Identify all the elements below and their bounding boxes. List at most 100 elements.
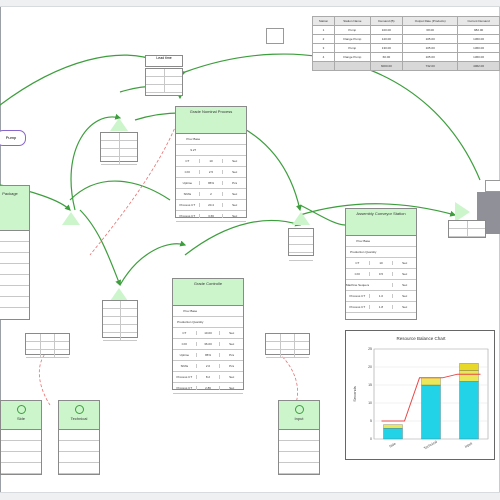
technical-row xyxy=(59,463,99,474)
technical-node[interactable]: Technical xyxy=(58,400,100,475)
station-table-cell: Pump xyxy=(334,25,371,35)
station-table-cell: 105.00 xyxy=(402,43,459,53)
assembly-data-cell: Sec xyxy=(392,305,416,309)
station-table-cell: 120.00 xyxy=(369,34,404,44)
technical-node-title: Technical xyxy=(70,416,88,421)
inventory-table-4[interactable] xyxy=(288,228,314,261)
flow-arc-f xyxy=(119,240,187,286)
grade_b-data-cell: Process CT xyxy=(176,375,193,379)
assembly-data-cell: Process CT xyxy=(349,294,366,298)
assembly-data-cell: Prev Base xyxy=(356,239,371,243)
technical-node-header: Technical xyxy=(59,401,99,430)
top-border-bar xyxy=(0,0,500,7)
technical-row xyxy=(59,452,99,463)
pump-bubble[interactable]: Pump xyxy=(0,130,26,146)
grade_b-data-row: Production Quantity xyxy=(173,317,243,328)
grade_b-data-cell: Pcs xyxy=(219,353,243,357)
package-row xyxy=(0,231,29,242)
grade_a-data-cell: CT xyxy=(185,159,190,163)
station-table-cell: 732.00 xyxy=(402,61,459,71)
chart-bar-change-over-2 xyxy=(459,370,479,382)
kanban-table-right[interactable] xyxy=(265,333,310,358)
inventory-triangle-4[interactable] xyxy=(292,212,310,225)
inventory-triangle-1[interactable] xyxy=(110,118,128,131)
station-table-header-2: Demand (B) xyxy=(369,16,404,26)
flow-arc-i xyxy=(299,204,346,226)
kanban-icon[interactable] xyxy=(266,28,284,44)
side-row xyxy=(1,430,41,441)
station-table-cell: Flange Pump xyxy=(334,34,371,44)
assembly-data-cell: 0.5 xyxy=(368,272,393,276)
grade_a-data-cell: Process CT xyxy=(179,214,196,218)
input-node[interactable]: Input xyxy=(278,400,320,475)
chart-title: Resource Balance Chart xyxy=(396,336,446,341)
chart-ytick-label: 20 xyxy=(368,365,372,369)
kanban-table-left[interactable] xyxy=(25,333,70,358)
grade_a-data-cell: 9.27 xyxy=(190,148,197,152)
assembly-data-cell: Sec xyxy=(392,272,416,276)
input-row xyxy=(279,452,319,463)
grade_a-data-cell: Shifts xyxy=(183,192,192,196)
grade_a-data-cell: 10 xyxy=(198,159,223,163)
station-table-cell: 6000.00 xyxy=(369,61,404,71)
grade_a-data-row: Prev Base xyxy=(176,134,246,145)
chart-xtick-label: Side xyxy=(388,442,396,449)
chart-ylabel: Seconds xyxy=(352,386,357,402)
inventory-triangle-2[interactable] xyxy=(62,212,80,225)
package-node[interactable]: Package xyxy=(0,185,30,320)
chart-ytick-label: 0 xyxy=(370,437,372,441)
grade_b-data-cell: 2.0 xyxy=(195,364,220,368)
grade_a-data-cell: Pcs xyxy=(222,181,246,185)
dashed-link-1 xyxy=(89,114,181,256)
package-row xyxy=(0,253,29,264)
side-row xyxy=(1,452,41,463)
bottom-border-bar xyxy=(0,492,500,500)
package-node-title: Package xyxy=(0,186,29,231)
lead-time-label[interactable]: Lead time xyxy=(145,55,183,67)
input-node-circle-icon xyxy=(294,405,304,414)
grade_a-data-cell: C/O xyxy=(184,170,190,174)
chart-bar-change-over-1 xyxy=(421,377,441,386)
assembly-data-row: Production Quantity xyxy=(346,247,416,258)
grade-controller-title: Grade Controlle xyxy=(173,279,243,306)
station-table-cell: 3 xyxy=(311,43,336,53)
chart-ytick-label: 10 xyxy=(368,401,372,405)
side-row xyxy=(1,463,41,474)
grade_b-data-cell: Production Quantity xyxy=(177,320,204,324)
grade_b-data-cell: Sec xyxy=(219,386,243,390)
station-table: Station Station Name Demand (B) Output R… xyxy=(311,16,500,71)
flow-arc-g xyxy=(184,219,302,256)
station-table-cell: 68.00 xyxy=(402,25,459,35)
grade_b-data-cell: Pcs xyxy=(219,364,243,368)
assembly-data-cell: CT xyxy=(355,261,360,265)
customer-arrow-shape xyxy=(455,202,470,222)
inventory-triangle-3[interactable] xyxy=(110,288,128,301)
chart-ytick-label: 5 xyxy=(370,419,372,423)
grade_a-data-row: 9.27 xyxy=(176,145,246,156)
station-table-cell: 105.00 xyxy=(402,34,459,44)
chart-ytick-label: 15 xyxy=(368,383,372,387)
grade_b-data-cell: Sec xyxy=(219,342,243,346)
grade_b-data-cell: Shifts xyxy=(180,364,189,368)
flow-arc-top xyxy=(0,54,162,106)
side-node[interactable]: Side xyxy=(0,400,42,475)
grade_a-data-cell: 2.5 xyxy=(198,170,223,174)
technical-row xyxy=(59,430,99,441)
inventory-table-1[interactable] xyxy=(100,132,138,165)
station-table-cell: 130.00 xyxy=(369,43,404,53)
customer-table[interactable] xyxy=(448,220,486,238)
grade_a-data-cell: Sec xyxy=(222,192,246,196)
inventory-table-3[interactable] xyxy=(102,300,138,341)
lead-time-table[interactable] xyxy=(145,68,183,96)
